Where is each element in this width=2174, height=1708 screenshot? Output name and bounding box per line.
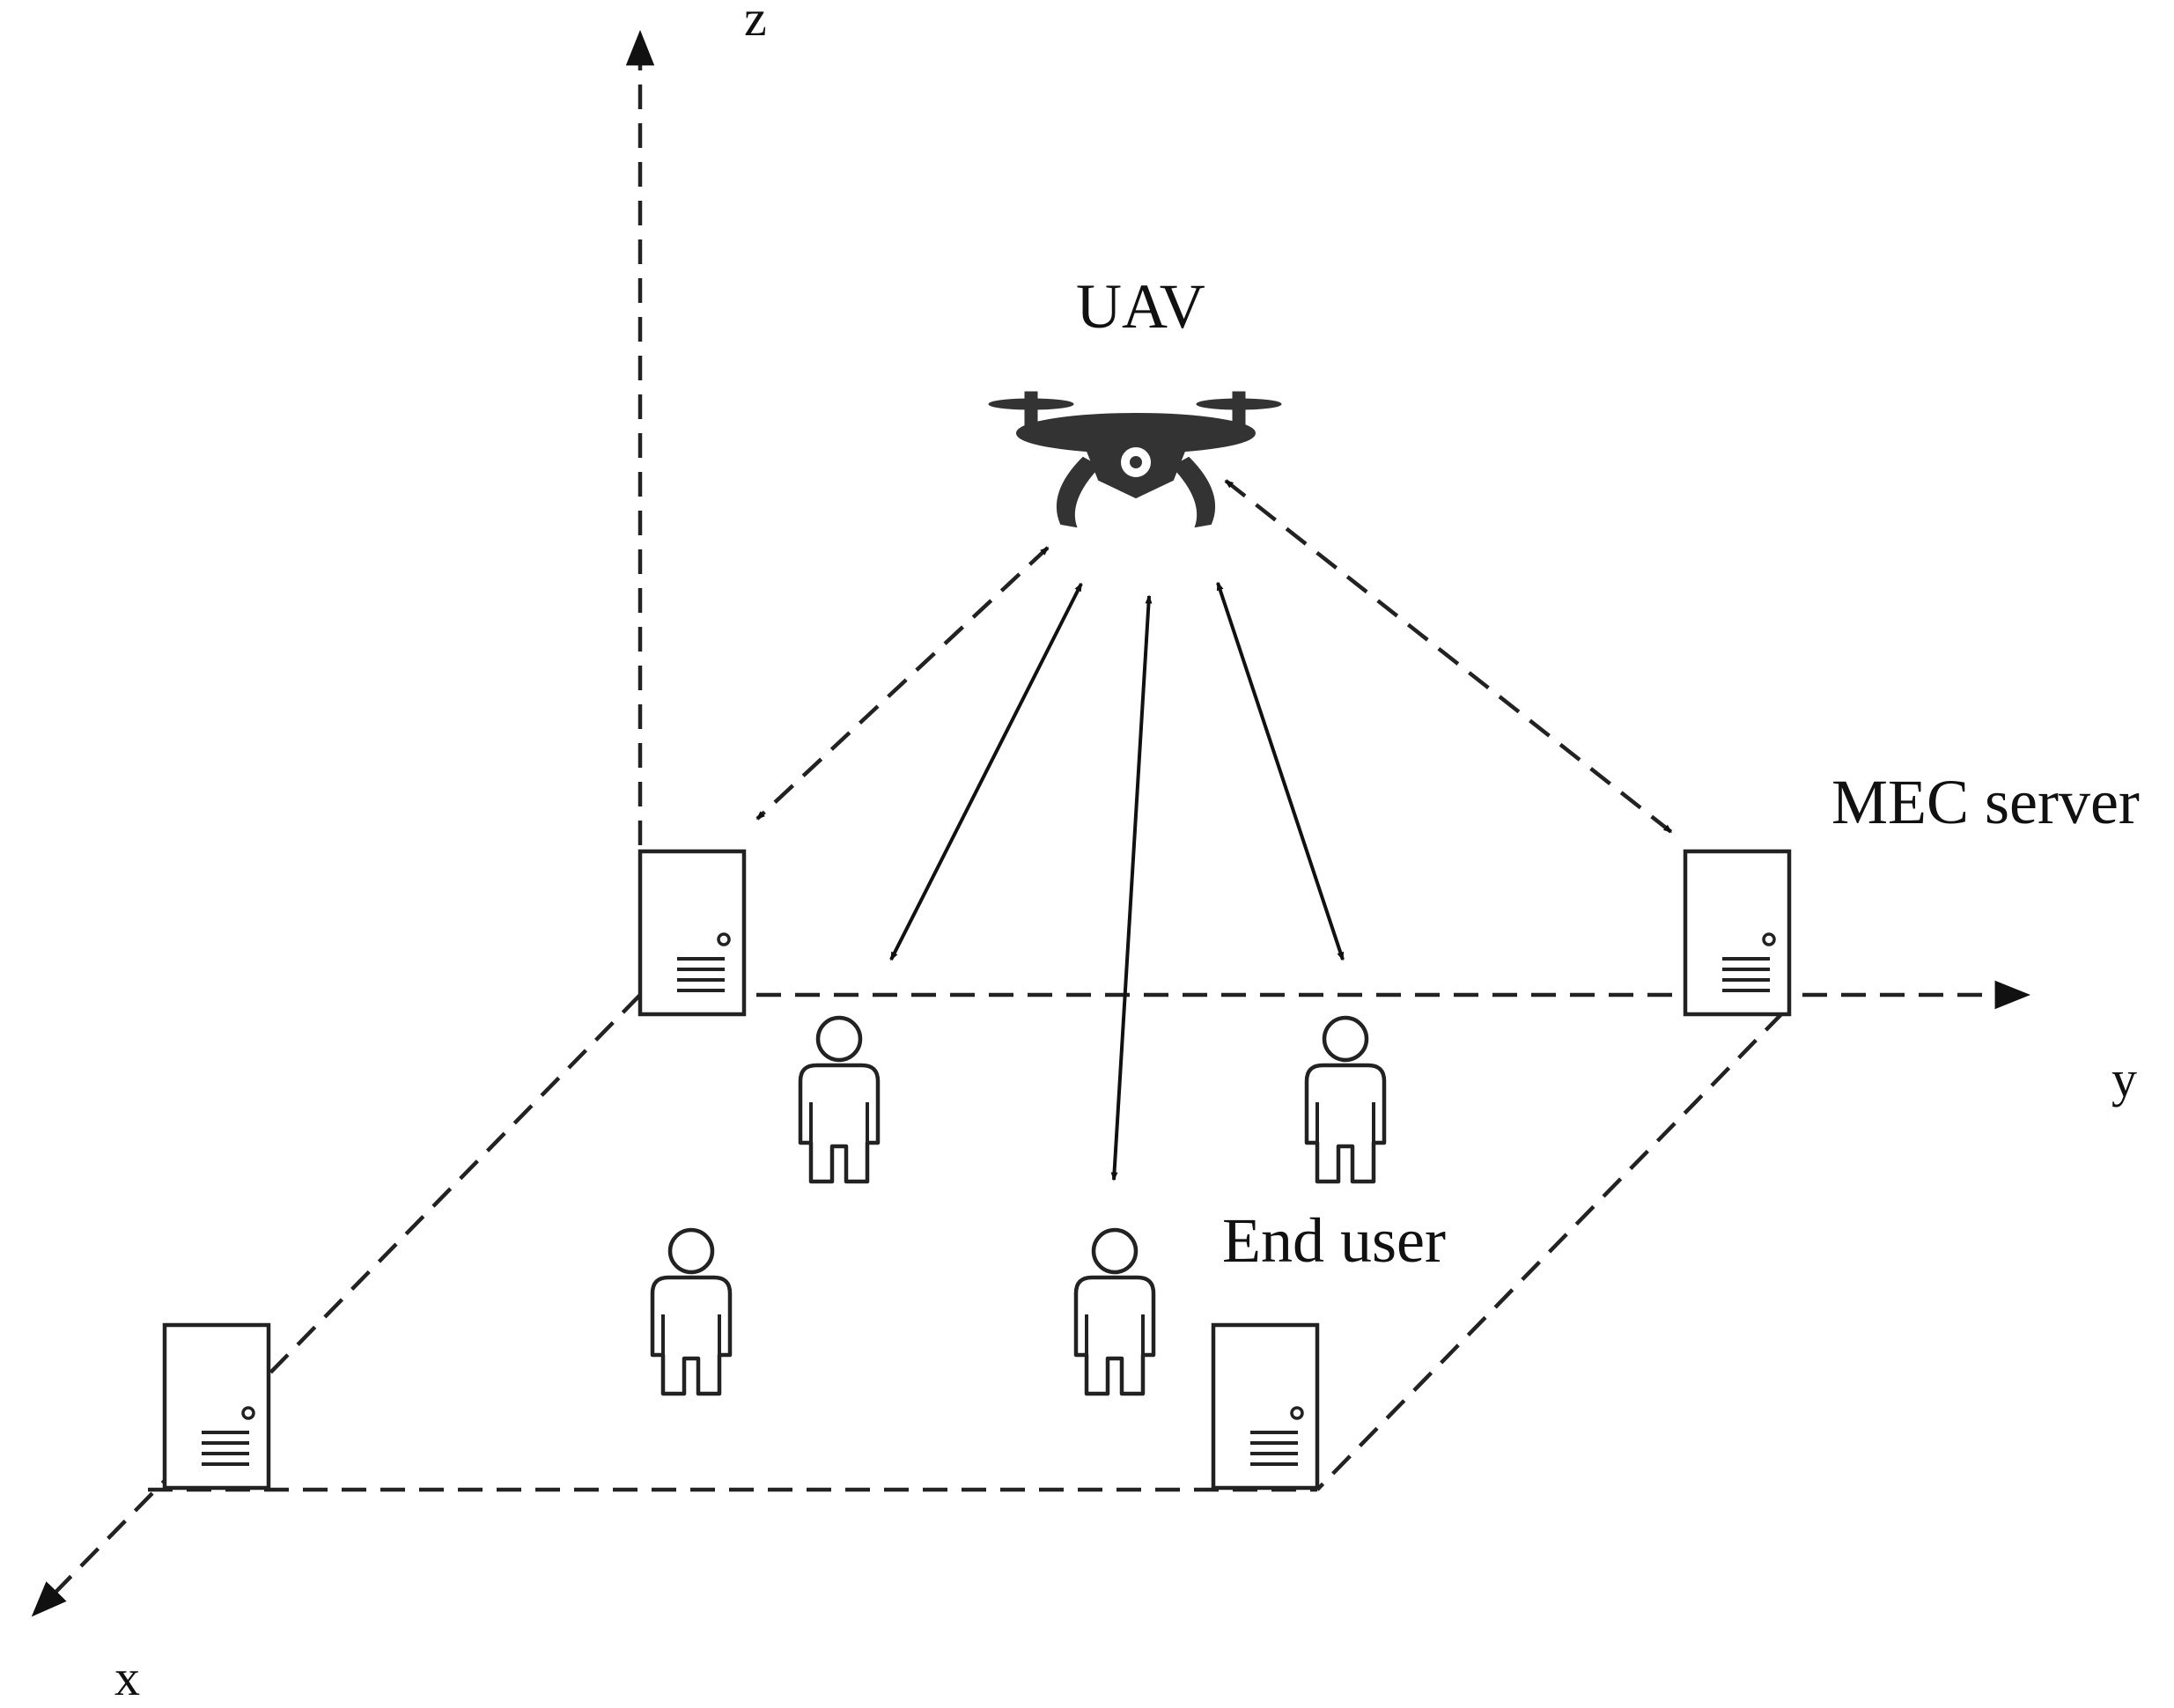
link-uav-user-right [1216,581,1345,961]
link-uav-server-left [755,546,1050,821]
end-user-label: End user [1222,1205,1446,1276]
uav-label: UAV [1076,271,1205,342]
server-tower-icon [165,1325,269,1488]
z-axis-label: z [744,0,767,47]
person-outline-icon [800,1018,878,1182]
server-tower-icon [1213,1325,1317,1488]
x-axis [31,993,642,1617]
person-outline-icon [652,1230,730,1394]
person-outline-icon [1307,1018,1384,1182]
mec-server-label: MEC server [1831,767,2140,837]
y-axis-label: y [2111,1050,2137,1108]
link-uav-user-center [1110,594,1153,1182]
person-outline-icon [1076,1230,1153,1394]
link-uav-user-left [889,582,1083,961]
plane-right-edge [1315,1011,1785,1491]
link-uav-server-right [1224,479,1673,834]
server-tower-icon [1685,851,1789,1014]
drone-icon [988,391,1282,528]
x-axis-label: x [114,1649,140,1706]
server-tower-icon [640,851,744,1014]
